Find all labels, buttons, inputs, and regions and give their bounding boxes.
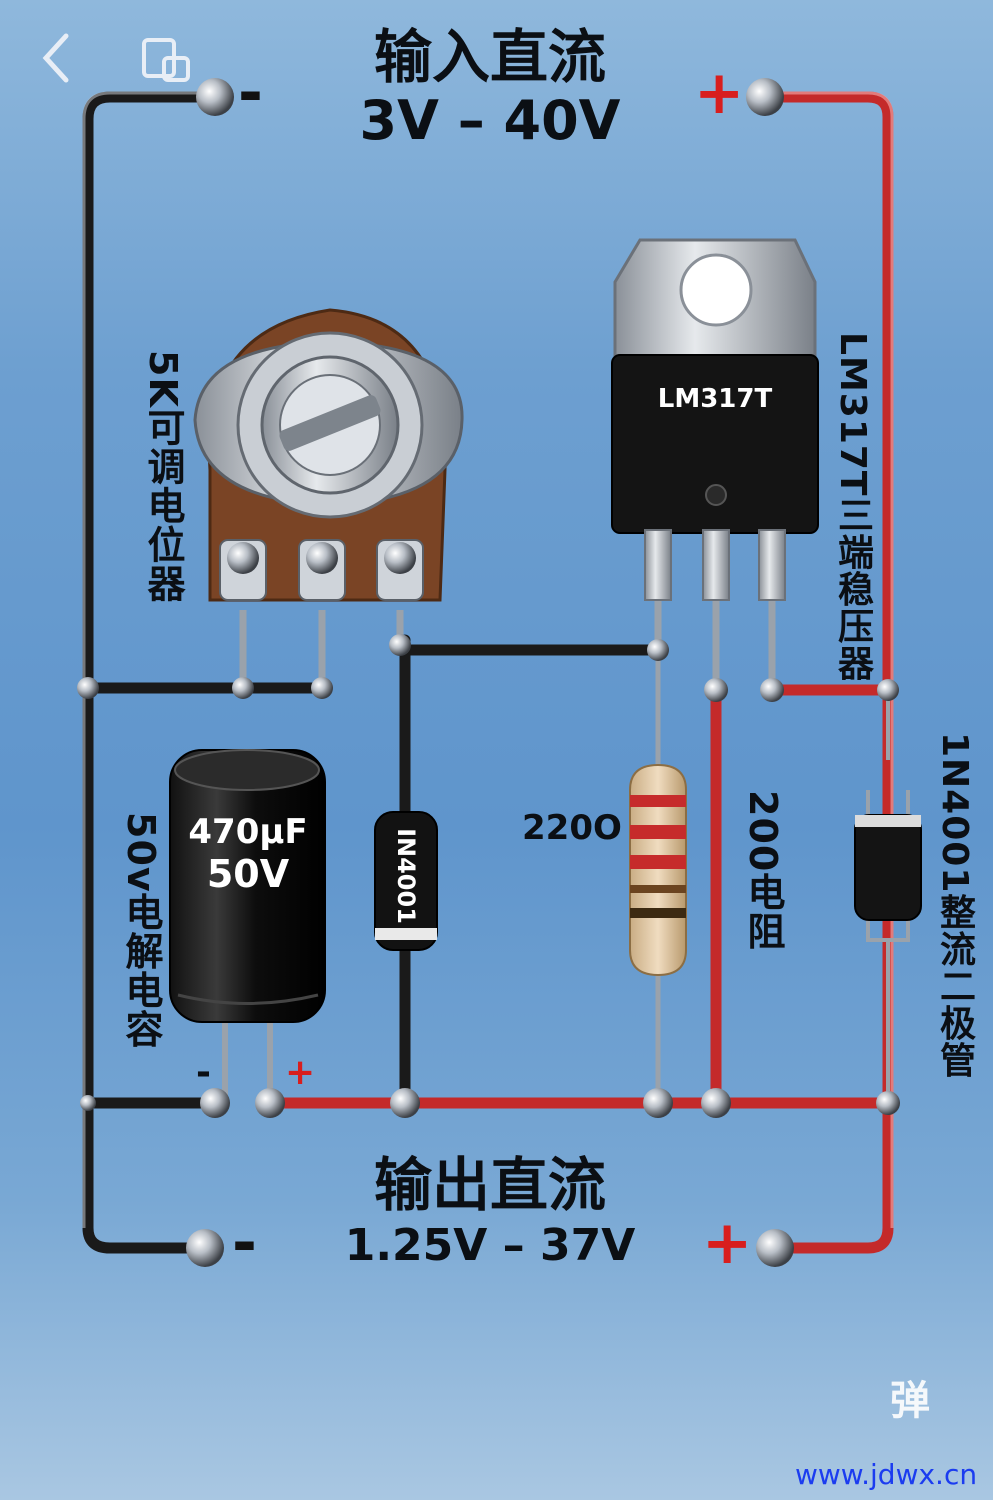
input-range: 3V – 40V [359, 89, 621, 152]
input-positive-sign: + [694, 58, 745, 128]
capacitor-negative-sign: - [196, 1052, 211, 1093]
capacitor-voltage: 50V [206, 852, 290, 896]
resistor-220 [629, 763, 687, 977]
lm317-regulator [611, 238, 819, 601]
output-title: 输出直流 [373, 1151, 606, 1219]
output-positive-sign: + [702, 1208, 753, 1278]
picture-in-picture-icon [142, 38, 190, 82]
pot-label: 5K可调电位器 [141, 350, 185, 603]
input-negative-sign: - [238, 58, 263, 128]
capacitor-positive-sign: + [285, 1052, 316, 1093]
junction-dots [77, 78, 900, 1267]
rectifier-diode-right [854, 790, 922, 942]
capacitor-label: 50v电解电容 [119, 812, 163, 1049]
positive-wires [264, 91, 894, 1254]
output-negative-sign: - [232, 1208, 257, 1278]
regulator-marking: LM317T [657, 384, 773, 414]
electrolytic-capacitor [169, 749, 326, 1023]
regulator-label: LM317T三端稳压器 [832, 332, 873, 682]
input-title: 输入直流 [373, 23, 606, 91]
output-range: 1.25V – 37V [344, 1220, 636, 1271]
chevron-left-icon [42, 33, 69, 83]
potentiometer [193, 308, 464, 602]
rectifier-diode-middle [374, 811, 438, 951]
negative-wires [82, 91, 664, 1254]
right-diode-label: 1N4001整流二极管 [934, 732, 975, 1079]
input-title-block: 输入直流 3V – 40V [300, 24, 680, 152]
middle-diode-marking: IN4001 [392, 828, 420, 924]
back-button[interactable] [36, 32, 76, 84]
capacitor-value: 470μF [188, 812, 308, 852]
resistor-value-label: 220O [522, 808, 622, 848]
output-title-block: 输出直流 1.25V – 37V [300, 1152, 680, 1274]
danmu-toggle-button[interactable]: 弹 [890, 1378, 930, 1424]
resistor-label: 200电阻 [741, 790, 785, 951]
window-mode-button[interactable] [140, 36, 192, 84]
site-watermark: www.jdwx.cn [795, 1458, 978, 1491]
